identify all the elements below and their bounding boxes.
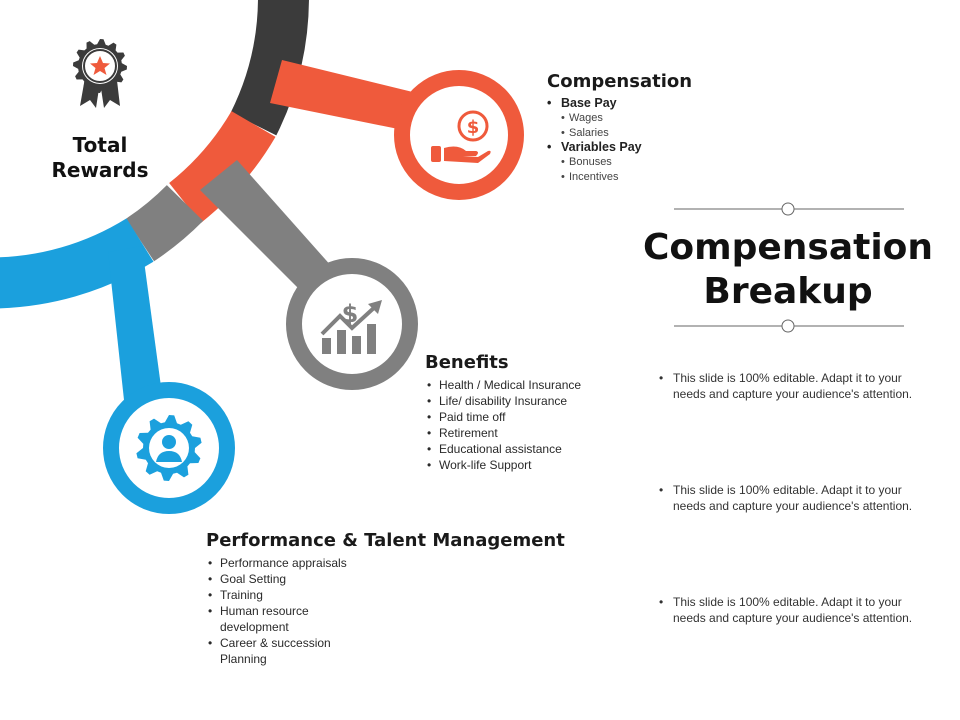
list-item: Training xyxy=(206,587,356,603)
arc-blue-segment xyxy=(0,218,154,309)
note-text: This slide is 100% editable. Adapt it to… xyxy=(659,370,923,402)
page-title-line1: Compensation xyxy=(642,227,934,268)
list-item: Wages xyxy=(561,111,747,126)
gray-connector xyxy=(200,160,333,293)
performance-section: Performance & Talent Management Performa… xyxy=(206,530,596,667)
list-item: Paid time off xyxy=(425,409,635,425)
list-item: Work-life Support xyxy=(425,457,635,473)
gear-person-icon xyxy=(136,415,202,481)
orange-ring xyxy=(394,70,524,200)
list-item: Performance appraisals xyxy=(206,555,356,571)
performance-title: Performance & Talent Management xyxy=(206,530,565,551)
list-item: Career & succession Planning xyxy=(206,635,356,667)
compensation-section: Compensation •Base Pay Wages Salaries •V… xyxy=(547,71,747,184)
list-item: Goal Setting xyxy=(206,571,356,587)
total-rewards-label: Total Rewards xyxy=(51,133,149,182)
page-title-line2: Breakup xyxy=(703,271,873,312)
benefits-title: Benefits xyxy=(425,352,509,373)
arc-orange-segment xyxy=(168,110,276,223)
page-title: Compensation Breakup xyxy=(630,226,946,314)
list-item: Human resource development xyxy=(206,603,356,635)
compensation-list: •Base Pay Wages Salaries •Variables Pay … xyxy=(547,96,747,184)
list-item: Bonuses xyxy=(561,155,747,170)
benefits-section: Benefits Health / Medical Insurance Life… xyxy=(425,352,635,473)
hand-dollar-coin-icon: $ xyxy=(431,110,491,163)
performance-list: Performance appraisals Goal Setting Trai… xyxy=(206,555,356,667)
list-item: Educational assistance xyxy=(425,441,635,457)
list-item: Salaries xyxy=(561,126,747,141)
arc-dark-segment xyxy=(230,0,309,136)
list-item: Retirement xyxy=(425,425,635,441)
arc-gray-segment xyxy=(125,184,204,262)
svg-text:$: $ xyxy=(467,117,480,138)
note-text: This slide is 100% editable. Adapt it to… xyxy=(659,594,923,626)
title-divider-top xyxy=(674,202,904,216)
list-item: •Base Pay Wages Salaries xyxy=(547,96,747,140)
note-text: This slide is 100% editable. Adapt it to… xyxy=(659,482,923,514)
variables-pay-label: Variables Pay xyxy=(561,140,642,154)
title-divider-bottom xyxy=(674,319,904,333)
benefits-list: Health / Medical Insurance Life/ disabil… xyxy=(425,377,635,473)
list-item: Life/ disability Insurance xyxy=(425,393,635,409)
compensation-title: Compensation xyxy=(547,71,693,92)
dollar-growth-chart-icon: $ xyxy=(320,300,382,354)
list-item: Incentives xyxy=(561,170,747,185)
blue-connector xyxy=(108,246,162,400)
list-item: •Variables Pay Bonuses Incentives xyxy=(547,140,747,184)
orange-connector xyxy=(270,60,425,133)
list-item: Health / Medical Insurance xyxy=(425,377,635,393)
award-ribbon-icon xyxy=(73,39,127,108)
base-pay-label: Base Pay xyxy=(561,96,617,110)
